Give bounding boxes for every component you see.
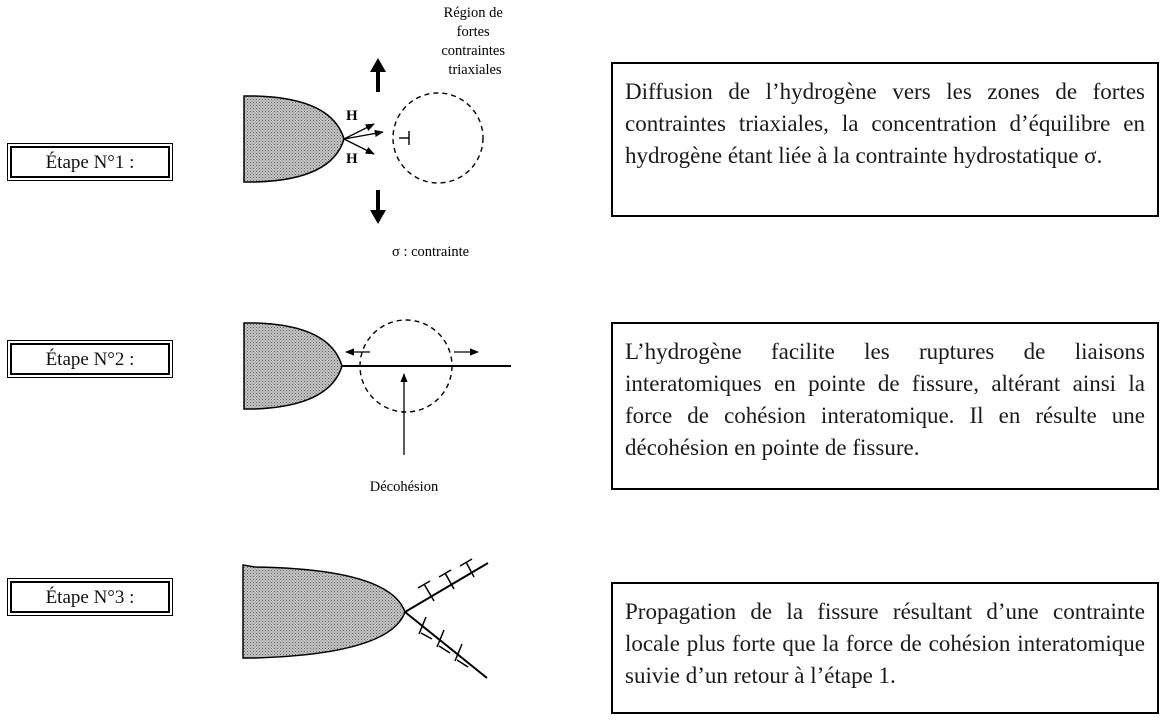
step-2-circle [359, 319, 453, 413]
step-1-stress-arrow-up-icon [370, 58, 386, 92]
step-3-label-text: Étape N°3 : [10, 581, 170, 613]
step-2-description: L’hydrogène facilite les ruptures de lia… [625, 339, 1145, 460]
region-label-line-3: contraintes [441, 43, 505, 59]
step-2-label: Étape N°2 : [7, 340, 173, 378]
step-1-description: Diffusion de l’hydrogène vers les zones … [625, 79, 1145, 168]
step-1-stress-arrow-down-icon [370, 190, 386, 224]
step-3-description-box: Propagation de la fissure résultant d’un… [611, 582, 1159, 714]
step-3-label: Étape N°3 : [7, 578, 173, 616]
step-1-hydrogen-bottom-label: H [346, 151, 358, 167]
step-1-crack-body [243, 95, 345, 183]
step-1-figure: H H Région de fortes contraintes triaxia… [243, 5, 508, 260]
step-3-description: Propagation de la fissure résultant d’un… [625, 599, 1145, 688]
step-1-hydrogen-arrow-mid [343, 129, 384, 140]
step-1-triaxial-region-circle [392, 92, 484, 184]
step-3-dislocations-lower [418, 616, 469, 668]
step-2-description-box: L’hydrogène facilite les ruptures de lia… [611, 322, 1159, 490]
step-3-branch-lower [404, 611, 488, 679]
step-3-dislocations-upper [417, 558, 475, 602]
step-1-label-text: Étape N°1 : [10, 146, 170, 178]
step-3-crack-body [242, 564, 406, 659]
step-2-crack-body [243, 322, 343, 410]
step-1-description-box: Diffusion de l’hydrogène vers les zones … [611, 62, 1159, 217]
step-1-hydrogen-arrow-down [343, 138, 375, 155]
step-2-figure: Décohésion [243, 319, 511, 495]
step-3-figure [242, 558, 489, 679]
step-2-decohesion-label: Décohésion [370, 479, 439, 495]
region-label-line-2: fortes [457, 24, 490, 40]
step-1-stress-label: σ : contrainte [392, 244, 469, 260]
step-1-region-label: Région de fortes contraintes triaxiales [441, 5, 508, 78]
step-2-label-text: Étape N°2 : [10, 343, 170, 375]
step-1-hydrogen-top-label: H [346, 108, 358, 124]
region-label-line-4: triaxiales [448, 62, 502, 78]
region-label-line-1: Région de [444, 5, 503, 21]
step-1-label: Étape N°1 : [7, 143, 173, 181]
step-1-hydrogen-arrow-up [343, 123, 375, 140]
step-3-branch-upper [404, 562, 489, 613]
